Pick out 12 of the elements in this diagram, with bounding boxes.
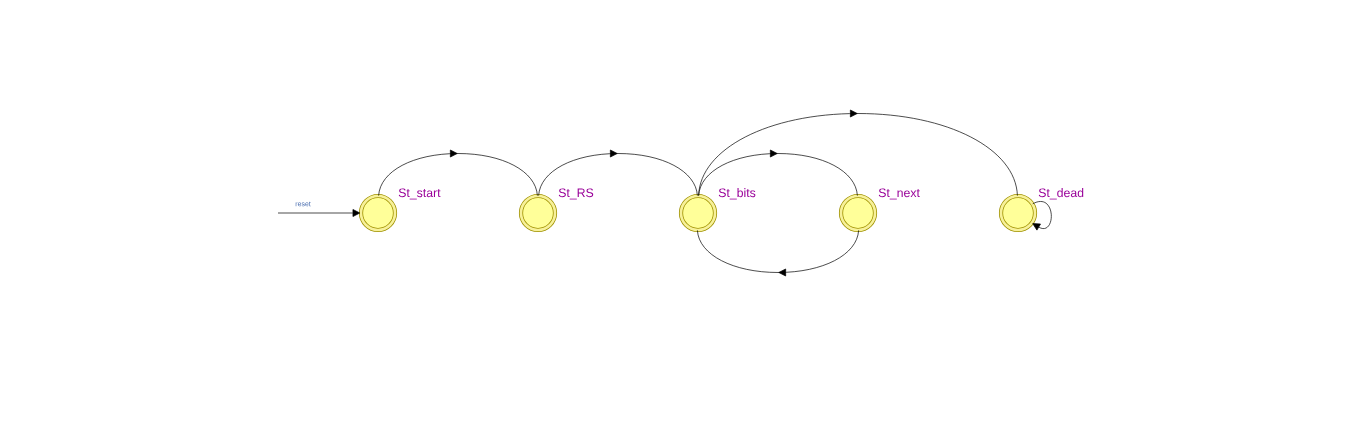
transition-arrow — [698, 149, 858, 196]
state-name: St_dead — [1038, 188, 1084, 200]
state-name: St_RS — [558, 188, 594, 200]
transition-arrow — [538, 149, 698, 196]
arrow — [277, 209, 361, 217]
transition-arrow — [698, 109, 1018, 196]
transition-arrow — [697, 230, 859, 277]
self-loop-arrow — [1032, 201, 1052, 231]
state-name: St_next — [878, 188, 920, 200]
state-name: St_start — [398, 188, 441, 200]
transition-arrow — [378, 149, 538, 196]
state-name: St_bits — [718, 188, 756, 200]
